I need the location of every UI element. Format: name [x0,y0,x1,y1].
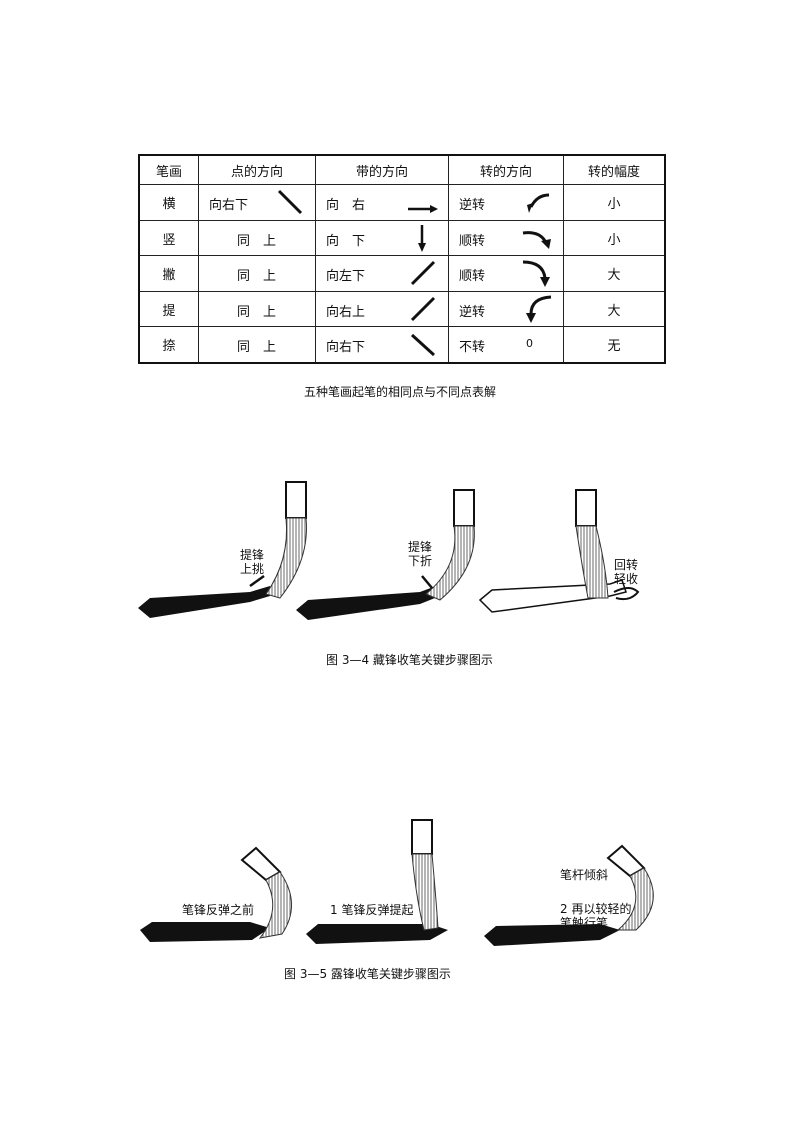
arrow-down-icon [421,575,433,589]
turn-direction: 逆转 [459,198,486,214]
band-direction: 向 右 [326,198,366,214]
band-direction: 向右上 [326,304,366,320]
brush-icon [240,846,292,939]
arrow-up-icon [249,574,265,588]
fig34-step1-label: 提锋 上挑 [240,548,265,576]
fig35-step3-label-b: 2 再以较轻的 笔触行笔 [560,902,632,930]
table-row: 撇 同 上 向左下 顺转 大 [138,255,666,292]
brush-icon [575,489,609,599]
table-row: 横 向右下 向 右 逆转 小 [138,184,666,221]
dot-direction: 同 上 [237,233,277,249]
fig35-step2-label: 1 笔锋反弹提起 [330,903,414,917]
dot-direction-cell: 同 上 [198,255,316,292]
fig35-step2-group [306,819,448,944]
curve-clockwise-large-icon [522,260,550,288]
ink-stroke [138,586,270,618]
turn-amplitude: 无 [563,326,666,364]
table-row: 捺 同 上 向右下 不转 0 无 [138,326,666,364]
band-direction-cell: 向右下 [315,326,449,364]
fig34-step2-label: 提锋 下折 [408,540,433,568]
table-caption: 五种笔画起笔的相同点与不同点表解 [303,385,496,399]
brush-icon [265,481,307,599]
turn-direction-cell: 顺转 [448,219,564,257]
header-band-direction: 带的方向 [315,154,449,186]
turn-direction-cell: 不转 0 [448,326,564,364]
figure-3-4-caption: 图 3—4 藏锋收笔关键步骤图示 [326,653,493,667]
ink-stroke [484,924,620,946]
stroke-comparison-table: 笔画 点的方向 带的方向 转的方向 转的幅度 横 向右下 向 右 逆转 小 竖 … [138,154,666,364]
turn-amplitude: 小 [563,219,666,257]
dot-direction-cell: 同 上 [198,290,316,328]
turn-direction: 顺转 [459,233,486,249]
dot-direction: 同 上 [237,304,277,320]
curve-counterclockwise-large-icon [526,295,552,323]
fig34-step1-group [138,481,307,618]
turn-amplitude: 大 [563,290,666,328]
dot-direction: 同 上 [237,269,277,285]
band-direction-cell: 向左下 [315,255,449,292]
ink-stroke [140,922,270,942]
ink-stroke [306,924,448,944]
fig34-step2-group [296,489,475,620]
stroke-name: 提 [138,290,199,328]
table-row: 竖 同 上 向 下 顺转 小 [138,219,666,257]
fig35-step1-group [140,846,292,942]
curve-clockwise-icon [522,231,551,249]
band-direction: 向右下 [326,340,366,356]
arrow-up-right-icon [410,296,436,321]
arrow-right-icon [408,205,438,214]
turn-direction-cell: 顺转 [448,255,564,292]
stroke-name: 捺 [138,326,199,364]
header-stroke: 笔画 [138,154,199,186]
dot-direction: 向右下 [209,198,249,214]
turn-direction: 不转 [459,340,486,356]
no-turn-value: 0 [526,337,533,351]
header-turn-amplitude: 转的幅度 [563,154,666,186]
band-direction: 向左下 [326,269,366,285]
turn-amplitude: 小 [563,184,666,221]
stroke-name: 竖 [138,219,199,257]
dot-direction-cell: 同 上 [198,326,316,364]
table-header-row: 笔画 点的方向 带的方向 转的方向 转的幅度 [138,154,666,186]
band-direction-cell: 向右上 [315,290,449,328]
ink-stroke [296,586,440,620]
turn-direction-cell: 逆转 [448,290,564,328]
curve-counterclockwise-icon [527,193,550,214]
arrow-down-right-icon [410,334,436,357]
band-direction-cell: 向 右 [315,184,449,221]
turn-direction: 顺转 [459,269,486,285]
brush-icon [606,844,654,931]
fig34-step3-group [478,489,640,613]
arrow-down-right-icon [277,190,303,215]
return-curve-icon [613,587,640,601]
figure-3-4-illustration [138,481,640,620]
dot-direction-cell: 向右下 [198,184,316,221]
figure-3-5-illustration [140,819,654,946]
dot-direction: 同 上 [237,340,277,356]
fig35-step3-group [484,844,654,946]
fig35-step1-label: 笔锋反弹之前 [182,903,255,917]
brush-icon [411,819,439,931]
turn-amplitude: 大 [563,255,666,292]
figure-3-5-caption: 图 3—5 露锋收笔关键步骤图示 [284,967,451,981]
header-turn-direction: 转的方向 [448,154,564,186]
arrow-down-icon [418,224,426,252]
table-row: 提 同 上 向右上 逆转 大 [138,290,666,328]
band-direction-cell: 向 下 [315,219,449,257]
brush-icon [425,489,475,601]
dot-direction-cell: 同 上 [198,219,316,257]
stroke-name: 横 [138,184,199,221]
turn-direction: 逆转 [459,304,486,320]
band-direction: 向 下 [326,233,366,249]
stroke-name: 撇 [138,255,199,292]
arrow-down-left-icon [410,261,436,286]
fig35-step3-label-a: 笔杆倾斜 [560,868,609,882]
header-dot-direction: 点的方向 [198,154,316,186]
fig34-step3-label: 回转 轻收 [614,558,639,586]
turn-direction-cell: 逆转 [448,184,564,221]
